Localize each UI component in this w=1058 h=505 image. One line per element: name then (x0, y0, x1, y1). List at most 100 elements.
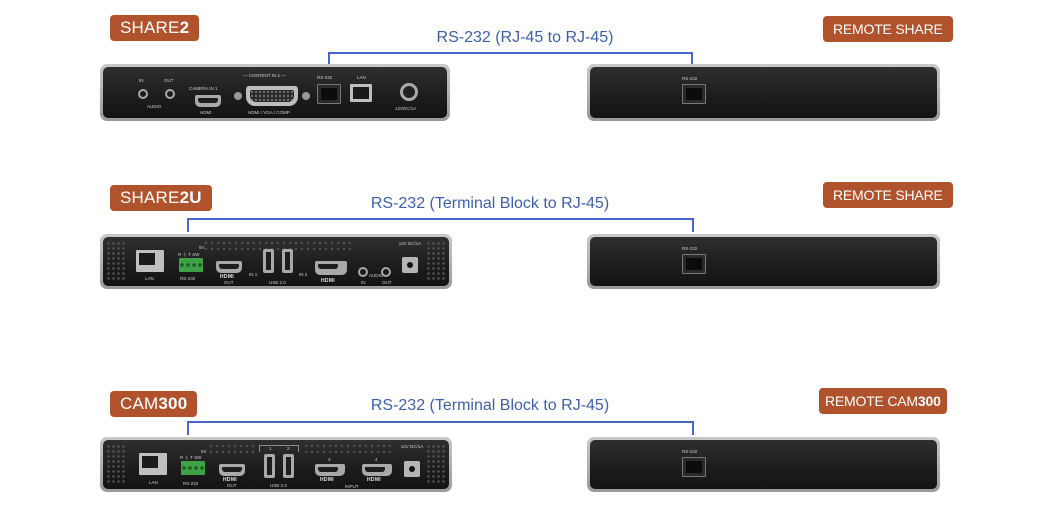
hdmi-out-logo: HDMI (220, 274, 234, 280)
share2u-badge: SHARE2U (110, 185, 212, 211)
remote-share-badge-1: REMOTE SHARE (823, 16, 953, 42)
terminal-pins-label: R ⏚ T SW (178, 252, 200, 257)
terminal-block-icon (181, 461, 205, 475)
lan-label: LAN (149, 480, 158, 485)
remote-rs232-label: RS-232 (682, 246, 698, 251)
remote-share-device-1: RS-232 (587, 64, 940, 121)
hdmi-out-label: OUT (227, 483, 237, 488)
rs232-label: RS-232 (317, 75, 333, 80)
dc-power-icon (402, 257, 418, 273)
lan-label: LAN (357, 75, 366, 80)
dvi-screw-icon (302, 92, 310, 100)
vent-left (106, 241, 126, 282)
hdmi-port-icon (315, 261, 347, 275)
power-label: 12V DC/1A (400, 444, 424, 449)
remote-rs232-label: RS-232 (682, 76, 698, 81)
hdmi-port-icon (216, 261, 242, 273)
remote-cam300-device: RS-232 (587, 437, 940, 492)
audio-label: AUDIO (369, 273, 384, 278)
rj45-port-icon (317, 84, 341, 104)
vent-top-strip (203, 240, 353, 252)
rs232-wire-3 (187, 421, 694, 435)
in2-label: IN 2 (299, 272, 308, 277)
hdmi-in3-logo: HDMI (320, 477, 334, 483)
usb-port-icon (263, 249, 274, 273)
audio-out-label: OUT (382, 280, 392, 285)
in1-label: IN 1 (249, 272, 258, 277)
audio-jack-icon (138, 89, 148, 99)
terminal-5v-label: 5V (199, 245, 205, 250)
vent-top-strip (303, 443, 393, 455)
vent-left (106, 444, 126, 485)
rj45-port-icon (136, 250, 164, 272)
terminal-5v-label: 5V (201, 449, 207, 454)
dvi-port-icon (246, 86, 298, 106)
rs232-wire-2 (187, 218, 694, 232)
share2-badge-bold: 2 (179, 18, 190, 37)
remote-cam300-badge-bold: 300 (917, 393, 941, 409)
usb-label: USB 2.0 (269, 280, 286, 285)
audio-jack-icon (165, 89, 175, 99)
power-label: 12V DC/1A (398, 241, 422, 246)
cam300-badge-prefix: CAM (120, 394, 159, 413)
vent-right (426, 241, 446, 282)
input-3-label: 3 (328, 457, 331, 462)
terminal-pins-label: R ⏚ T SW (180, 455, 202, 460)
content-sub-label: HDMI / VGA / COMP (248, 110, 290, 115)
dc-power-icon (404, 461, 420, 477)
rs232-label: RS-232 (180, 276, 196, 281)
input-label: INPUT (345, 484, 359, 489)
usb-bracket (259, 445, 299, 452)
usb-port-icon (264, 454, 275, 478)
audio-jack-icon (381, 267, 391, 277)
rj45-port-icon (682, 457, 706, 477)
remote-rs232-label: RS-232 (682, 449, 698, 454)
hdmi-port-icon (315, 464, 345, 476)
remote-share-device-2: RS-232 (587, 234, 940, 289)
usb-1-label: 1 (269, 446, 272, 451)
rj45-port-icon (682, 254, 706, 274)
share2-badge-prefix: SHARE (120, 18, 180, 37)
audio-jack-icon (358, 267, 368, 277)
audio-out-label: OUT (164, 78, 174, 83)
terminal-block-icon (179, 258, 203, 272)
remote-share-badge-2: REMOTE SHARE (823, 182, 953, 208)
share2-device: IN OUT AUDIO CAMERA IN 1 HDMI — CONTENT … (100, 64, 450, 121)
content-in-label: — CONTENT IN 2 — (243, 73, 286, 78)
rs232-wire-1 (328, 52, 693, 64)
rs232-label: RS-232 (183, 481, 199, 486)
share2u-badge-prefix: SHARE (120, 188, 180, 207)
rs232-link-label-1: RS-232 (RJ-45 to RJ-45) (436, 29, 614, 46)
rj45-port-icon (350, 84, 372, 102)
hdmi-port-icon (362, 464, 392, 476)
usb-port-icon (282, 249, 293, 273)
rs232-link-label-2: RS-232 (Terminal Block to RJ-45) (370, 195, 610, 212)
camera-hdmi-label: HDMI (200, 110, 212, 115)
camera-in-label: CAMERA IN 1 (189, 86, 218, 91)
usb-2-label: 2 (287, 446, 290, 451)
dvi-screw-icon (234, 92, 242, 100)
hdmi-in4-logo: HDMI (367, 477, 381, 483)
hdmi-in-logo: HDMI (321, 278, 335, 284)
cam300-badge-bold: 300 (158, 394, 188, 413)
share2u-badge-bold: 2U (179, 188, 202, 207)
input-4-label: 4 (375, 457, 378, 462)
remote-cam300-badge: REMOTE CAM300 (819, 388, 947, 414)
cam300-device: LAN 5V R ⏚ T SW RS-232 HDMI OUT 1 2 USB … (100, 437, 452, 492)
share2-badge: SHARE2 (110, 15, 200, 41)
rs232-link-label-3: RS-232 (Terminal Block to RJ-45) (370, 397, 610, 414)
hdmi-port-icon (219, 464, 245, 476)
remote-cam300-badge-prefix: REMOTE CAM (825, 393, 918, 409)
hdmi-out-label: OUT (224, 280, 234, 285)
audio-in-label: IN (139, 78, 144, 83)
vent-top-strip (208, 443, 258, 455)
audio-label: AUDIO (147, 104, 162, 109)
hdmi-out-logo: HDMI (223, 477, 237, 483)
rj45-port-icon (682, 84, 706, 104)
audio-in-label: IN (361, 280, 366, 285)
usb-label: USB 2.0 (270, 483, 287, 488)
usb-port-icon (283, 454, 294, 478)
rj45-port-icon (139, 453, 167, 475)
vent-right (426, 444, 446, 485)
power-label: 12VDC/1A (395, 106, 417, 111)
